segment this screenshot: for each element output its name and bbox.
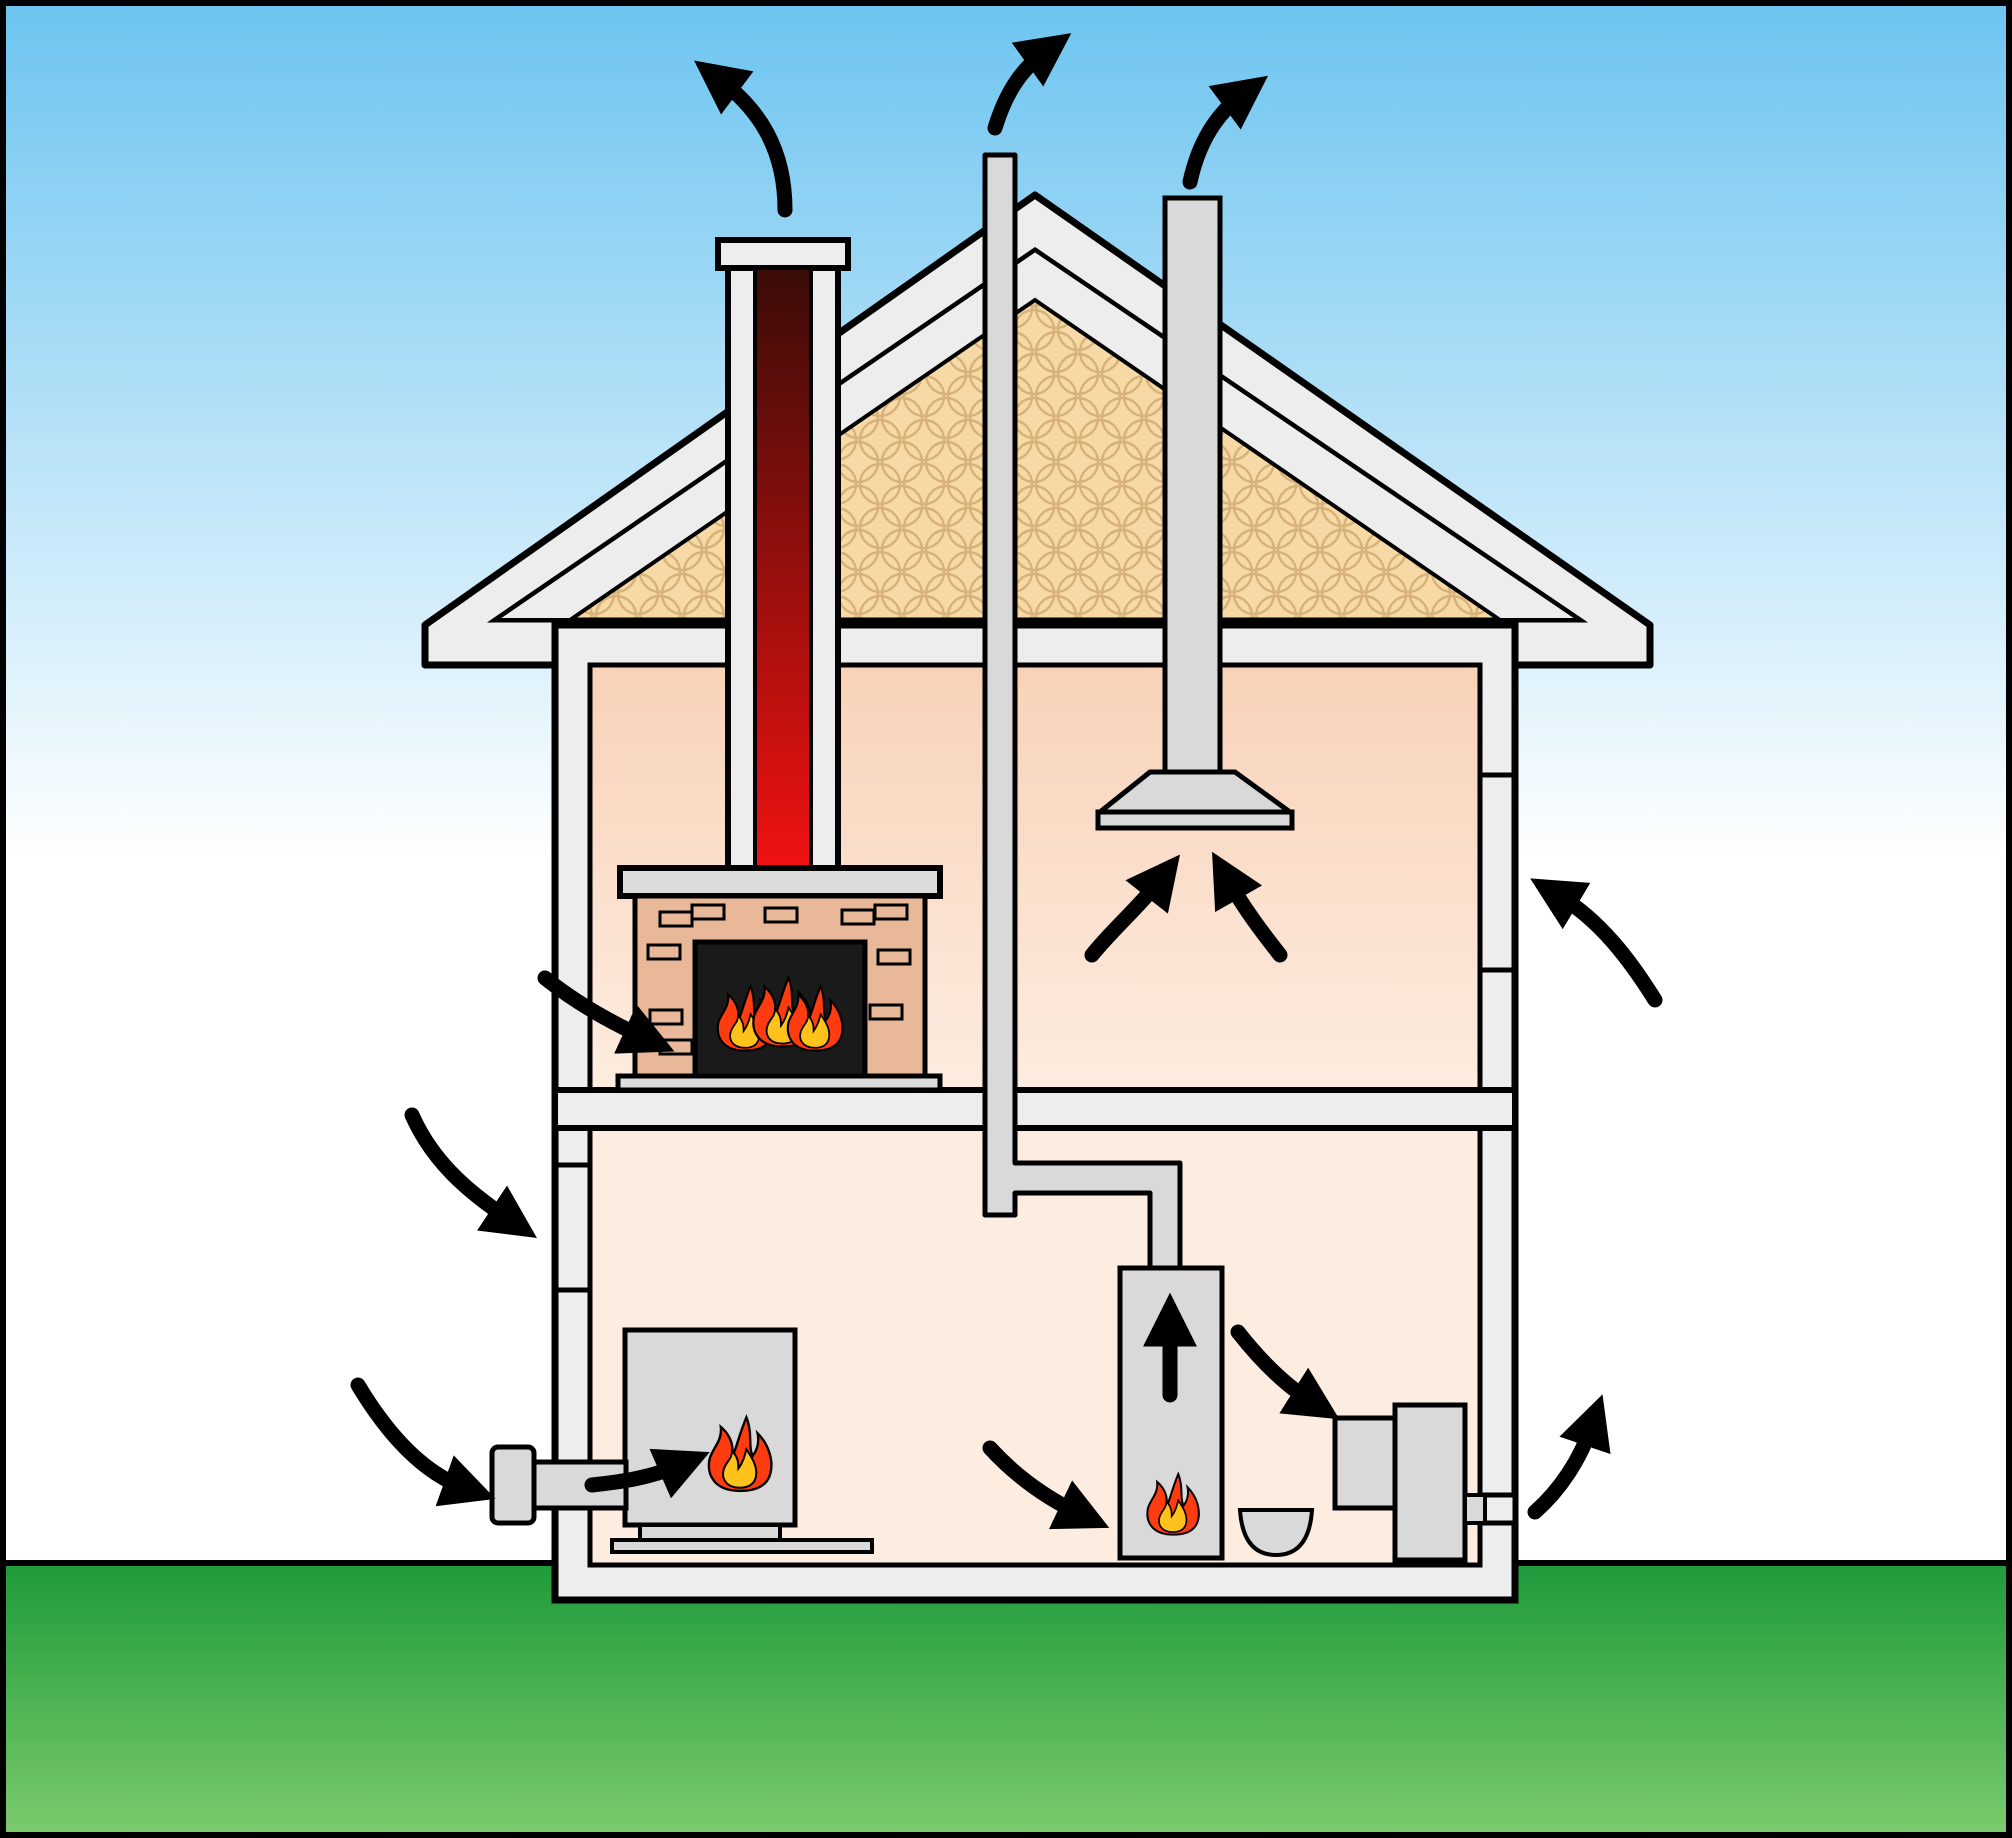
air-flow-arrows — [350, 33, 1663, 1530]
arrow-range-hood-exhaust — [1182, 75, 1269, 190]
chimney-flue — [753, 266, 813, 875]
furnace-pad — [610, 1538, 874, 1554]
bowl — [1237, 1508, 1315, 1558]
range-hood-rim — [1095, 809, 1295, 831]
arrow-hood-intake-left — [1084, 854, 1181, 963]
arrow-infiltration-intake — [350, 1377, 496, 1507]
outdoor-air-intake-cap — [489, 1444, 537, 1526]
ground — [0, 1562, 2012, 1838]
floor-slab — [552, 1087, 1518, 1131]
arrow-to-water-heater — [982, 1440, 1110, 1530]
fireplace-mantel — [617, 865, 943, 899]
roof-inner-edge — [488, 247, 1587, 622]
arrow-chimney-exhaust — [694, 60, 793, 218]
clothes-dryer — [1332, 1402, 1487, 1563]
arrow-hood-intake-right — [1212, 851, 1288, 963]
water-heater — [1117, 1265, 1225, 1561]
arrow-vent-pipe-exhaust — [987, 33, 1072, 136]
dryer-front — [1332, 1415, 1398, 1511]
furnace-cabinet — [622, 1327, 798, 1528]
masonry-chimney — [715, 237, 851, 876]
dryer-wall-vent — [1477, 1492, 1518, 1526]
dryer-exhaust — [1463, 1493, 1487, 1525]
bowl-body — [1237, 1508, 1315, 1558]
range-hood — [1095, 195, 1295, 831]
arrow-intake-to-furnace — [584, 1448, 710, 1499]
fireplace — [615, 865, 943, 1093]
arrow-infiltration-upper-right — [1530, 878, 1663, 1008]
furnace-base — [638, 1523, 782, 1542]
hearth — [615, 1073, 943, 1093]
arrow-infiltration-left-wall — [404, 1107, 537, 1238]
arrow-fireplace-intake — [537, 970, 675, 1054]
arrow-dryer-exhaust — [1527, 1394, 1611, 1520]
arrow-to-dryer — [1230, 1324, 1340, 1420]
dryer-body — [1392, 1402, 1468, 1563]
range-hood-duct — [1162, 195, 1223, 779]
chimney-cap — [715, 237, 851, 271]
